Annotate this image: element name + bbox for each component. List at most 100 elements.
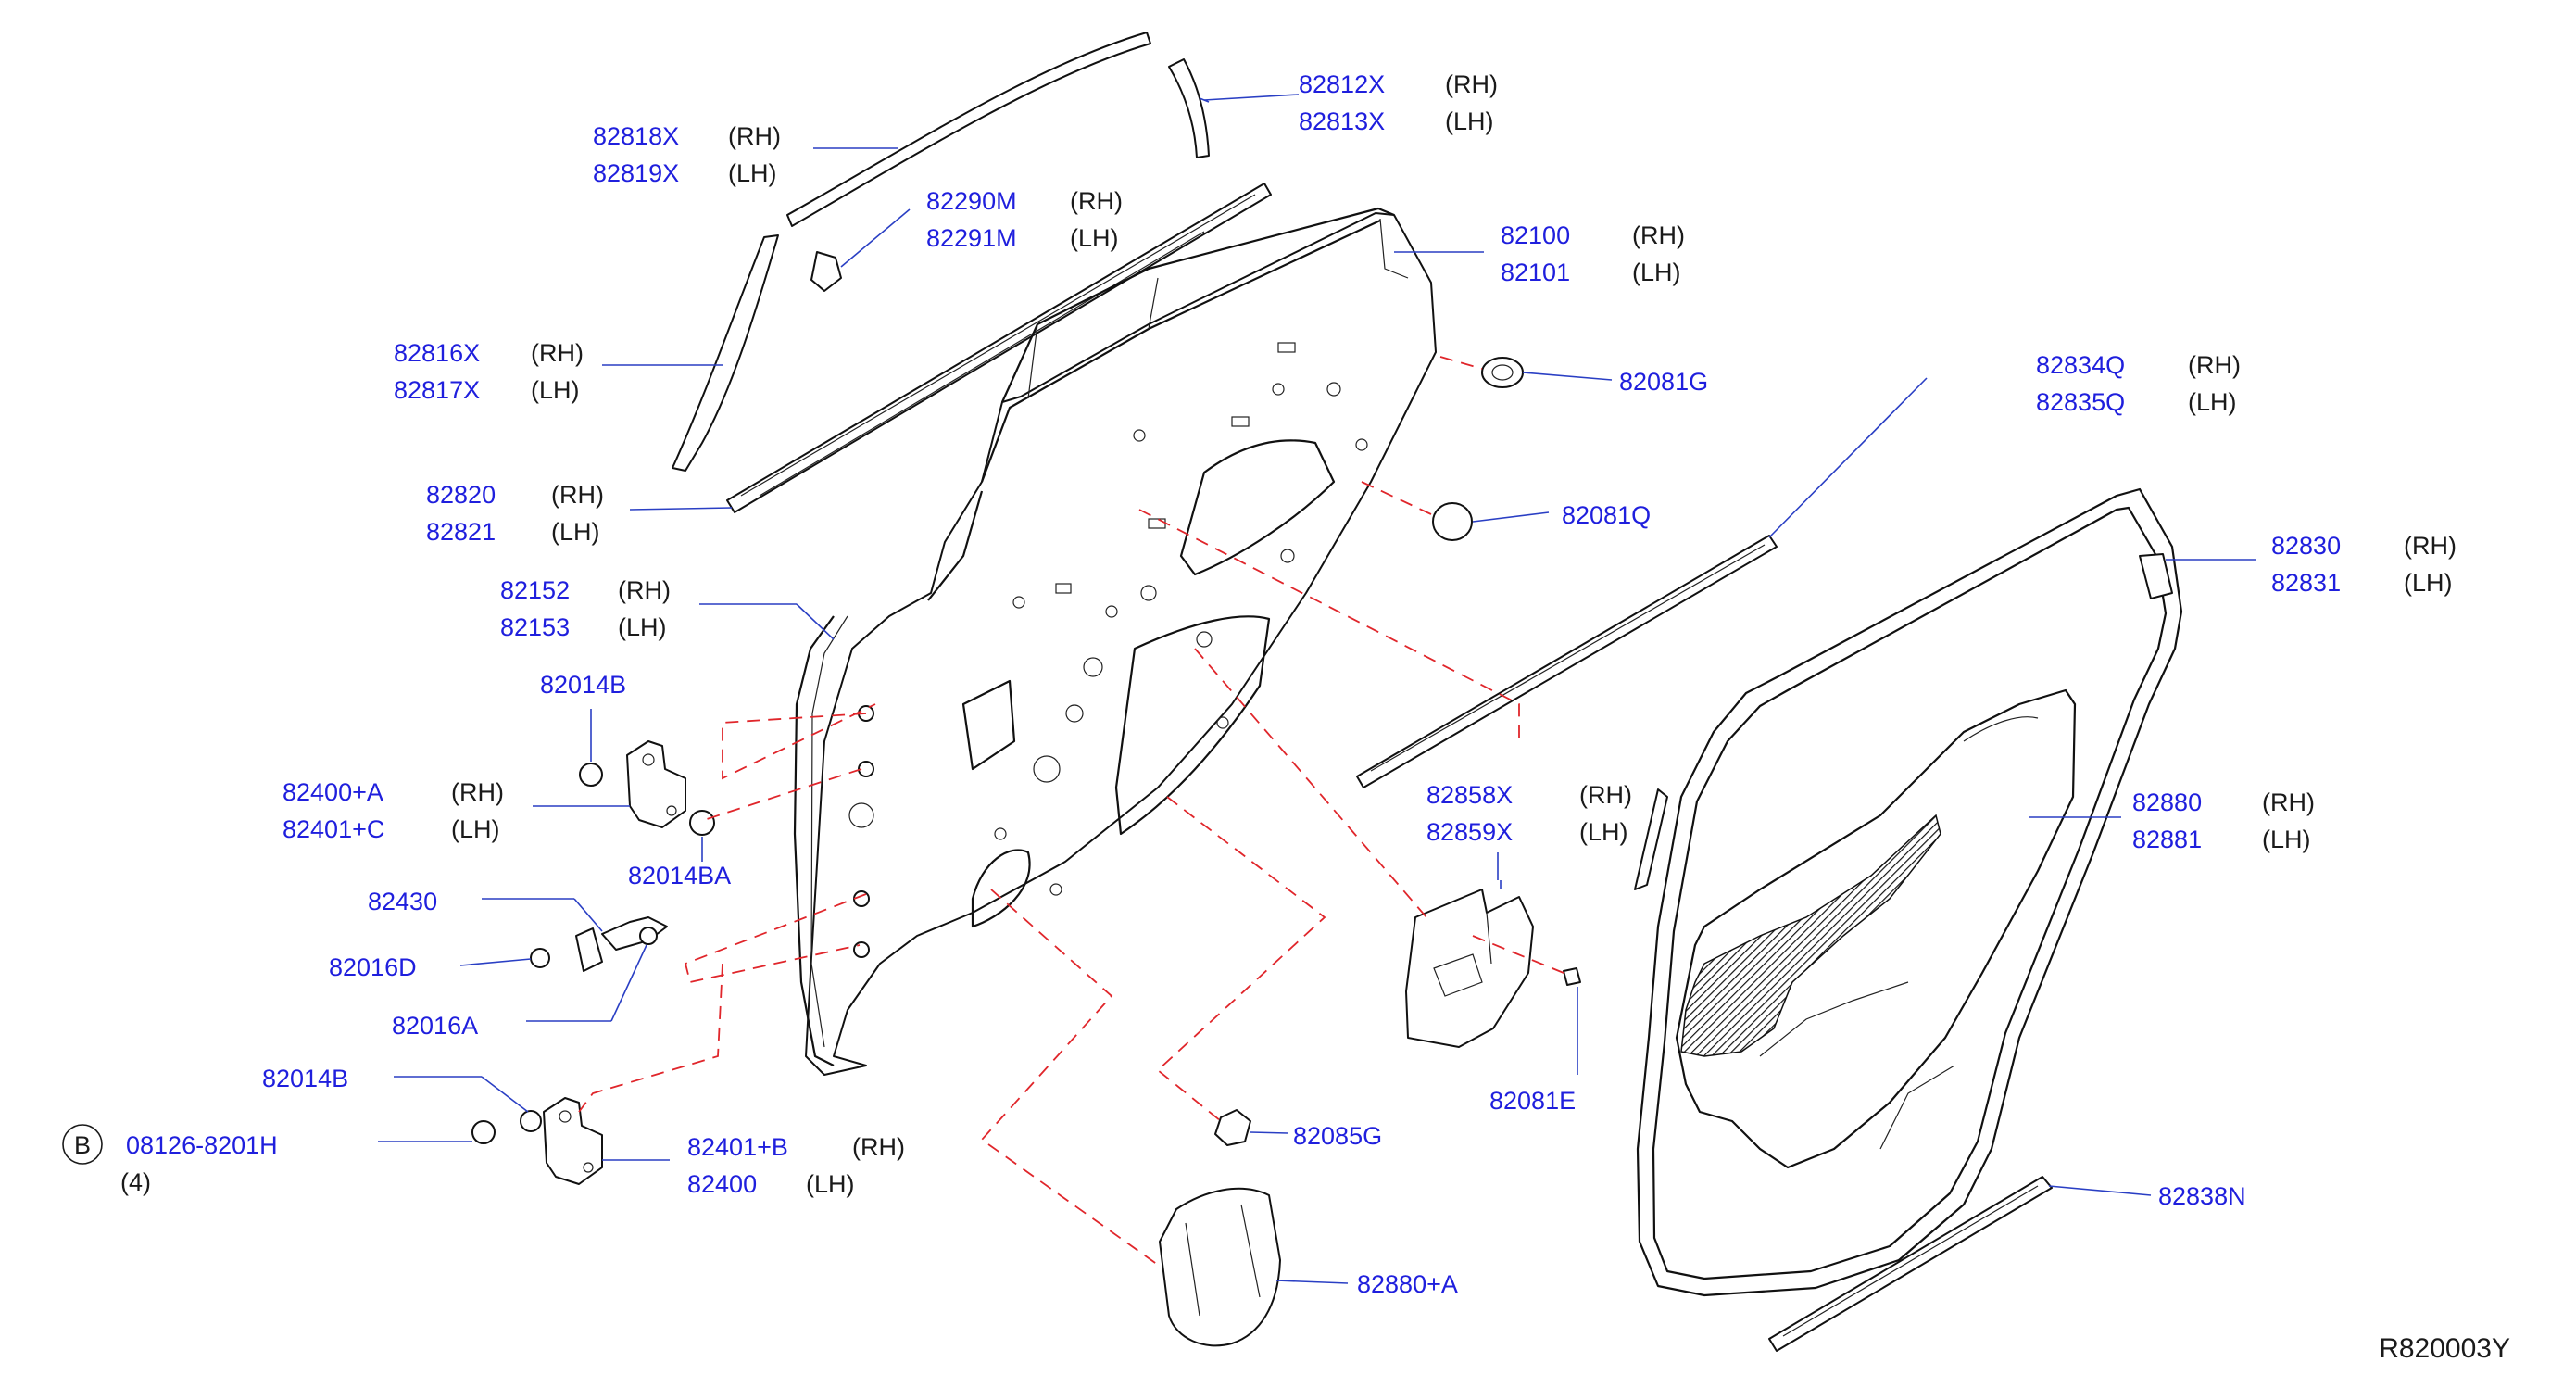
part-number-82812X[interactable]: 82812X	[1299, 70, 1385, 98]
callout-circle	[62, 1124, 103, 1165]
part-number-82820[interactable]: 82820	[426, 481, 496, 509]
side-lh: (LH)	[1070, 224, 1119, 252]
side-rh: (RH)	[1070, 187, 1123, 215]
side-rh: (RH)	[551, 481, 604, 509]
upper-hinge	[626, 740, 686, 828]
side-rh: (RH)	[2404, 532, 2457, 560]
door-weatherstrip	[1636, 487, 2183, 1297]
part-number-82817X[interactable]: 82817X	[394, 376, 480, 404]
side-lh: (LH)	[2404, 569, 2453, 597]
side-lh: (LH)	[551, 518, 600, 546]
side-lh: (LH)	[1445, 107, 1494, 135]
part-number-82818X[interactable]: 82818X	[593, 122, 679, 150]
door-trim-hatch	[1680, 814, 1941, 1057]
leader-lines	[378, 94, 2256, 1284]
lower-weather-strip	[1768, 1176, 2053, 1352]
pillar-finisher	[672, 234, 779, 472]
moulding-clip	[810, 251, 842, 292]
part-number-82819X[interactable]: 82819X	[593, 159, 679, 187]
side-rh: (RH)	[451, 778, 504, 806]
part-number-82830[interactable]: 82830	[2271, 532, 2341, 560]
side-lh: (LH)	[618, 613, 667, 641]
part-number-82014B[interactable]: 82014B	[540, 671, 626, 699]
part-number-82838N[interactable]: 82838N	[2158, 1182, 2246, 1210]
part-number-82014B-lower[interactable]: 82014B	[262, 1065, 348, 1092]
part-number-82085G[interactable]: 82085G	[1293, 1122, 1382, 1150]
part-number-82100[interactable]: 82100	[1501, 221, 1570, 249]
side-lh: (LH)	[451, 815, 500, 843]
hinge-nut-82014B	[579, 763, 603, 787]
part-number-82081Q[interactable]: 82081Q	[1562, 501, 1651, 529]
side-rh: (RH)	[728, 122, 781, 150]
part-number-82430[interactable]: 82430	[368, 888, 437, 915]
part-number-82153[interactable]: 82153	[500, 613, 570, 641]
part-drawings	[471, 32, 2183, 1352]
door-outer-skin-flange	[810, 615, 848, 1048]
sealing-screen	[1159, 1187, 1281, 1347]
part-number-82081E[interactable]: 82081E	[1489, 1087, 1576, 1115]
clip-82085G	[1214, 1109, 1251, 1146]
side-lh: (LH)	[1579, 818, 1628, 846]
callout-symbol: B	[74, 1131, 91, 1159]
side-lh: (LH)	[1632, 259, 1681, 286]
side-lh: (LH)	[806, 1170, 855, 1198]
door-check-body	[575, 927, 603, 972]
part-number-82400-A[interactable]: 82400+A	[283, 778, 383, 806]
check-bolt-82016A	[639, 927, 658, 945]
part-number-82014BA[interactable]: 82014BA	[628, 862, 731, 889]
part-number-82291M[interactable]: 82291M	[926, 224, 1017, 252]
hinge-bolt-08126	[471, 1120, 496, 1144]
grommet-82081G	[1481, 357, 1524, 388]
inner-belt-weatherstrip	[1356, 535, 1778, 788]
part-number-82101[interactable]: 82101	[1501, 259, 1570, 286]
part-number-82835Q[interactable]: 82835Q	[2036, 388, 2125, 416]
sash-moulding-upper	[786, 32, 1151, 227]
side-rh: (RH)	[2188, 351, 2241, 379]
part-number-82816X[interactable]: 82816X	[394, 339, 480, 367]
part-number-82880[interactable]: 82880	[2132, 788, 2202, 816]
side-rh: (RH)	[1579, 781, 1632, 809]
side-rh: (RH)	[852, 1133, 905, 1161]
assembly-guide-lines	[578, 356, 1564, 1266]
corner-trim-piece	[1168, 58, 1210, 158]
side-rh: (RH)	[618, 576, 671, 604]
part-number-82858X[interactable]: 82858X	[1426, 781, 1513, 809]
side-lh: (LH)	[531, 376, 580, 404]
part-number-82813X[interactable]: 82813X	[1299, 107, 1385, 135]
part-number-82401-C[interactable]: 82401+C	[283, 815, 384, 843]
door-check-link	[601, 916, 668, 951]
belt-moulding-detail	[740, 194, 1256, 497]
part-number-82081G[interactable]: 82081G	[1619, 368, 1708, 396]
side-lh: (LH)	[2262, 826, 2311, 853]
shell-bolt	[858, 761, 874, 777]
hinge-nut-82014B-lower	[520, 1110, 542, 1132]
part-number-82880-A[interactable]: 82880+A	[1357, 1270, 1458, 1298]
part-number-82152[interactable]: 82152	[500, 576, 570, 604]
diagram-code: R820003Y	[2379, 1333, 2510, 1364]
part-number-82401-B[interactable]: 82401+B	[687, 1133, 788, 1161]
part-number-08126-8201H[interactable]: 08126-8201H	[126, 1131, 278, 1159]
side-rh: (RH)	[531, 339, 584, 367]
part-number-82859X[interactable]: 82859X	[1426, 818, 1513, 846]
part-number-82290M[interactable]: 82290M	[926, 187, 1017, 215]
door-outer-skin	[793, 615, 835, 1066]
part-number-82881[interactable]: 82881	[2132, 826, 2202, 853]
part-number-82016A[interactable]: 82016A	[392, 1012, 478, 1040]
weatherstrip-end	[1634, 788, 1668, 890]
part-number-82016D[interactable]: 82016D	[329, 953, 417, 981]
shell-bolt	[853, 941, 870, 958]
hinge-nut-82014BA	[689, 810, 715, 836]
side-rh: (RH)	[1632, 221, 1685, 249]
side-lh: (LH)	[2188, 388, 2237, 416]
part-number-82400[interactable]: 82400	[687, 1170, 757, 1198]
door-weatherstrip-inner	[1652, 506, 2168, 1280]
part-number-82831[interactable]: 82831	[2271, 569, 2341, 597]
quantity-label: (4)	[120, 1168, 151, 1196]
bracket-82858X	[1405, 889, 1534, 1048]
part-number-82834Q[interactable]: 82834Q	[2036, 351, 2125, 379]
side-rh: (RH)	[1445, 70, 1498, 98]
part-number-82821[interactable]: 82821	[426, 518, 496, 546]
side-lh: (LH)	[728, 159, 777, 187]
door-trim-panel	[1675, 688, 2077, 1169]
